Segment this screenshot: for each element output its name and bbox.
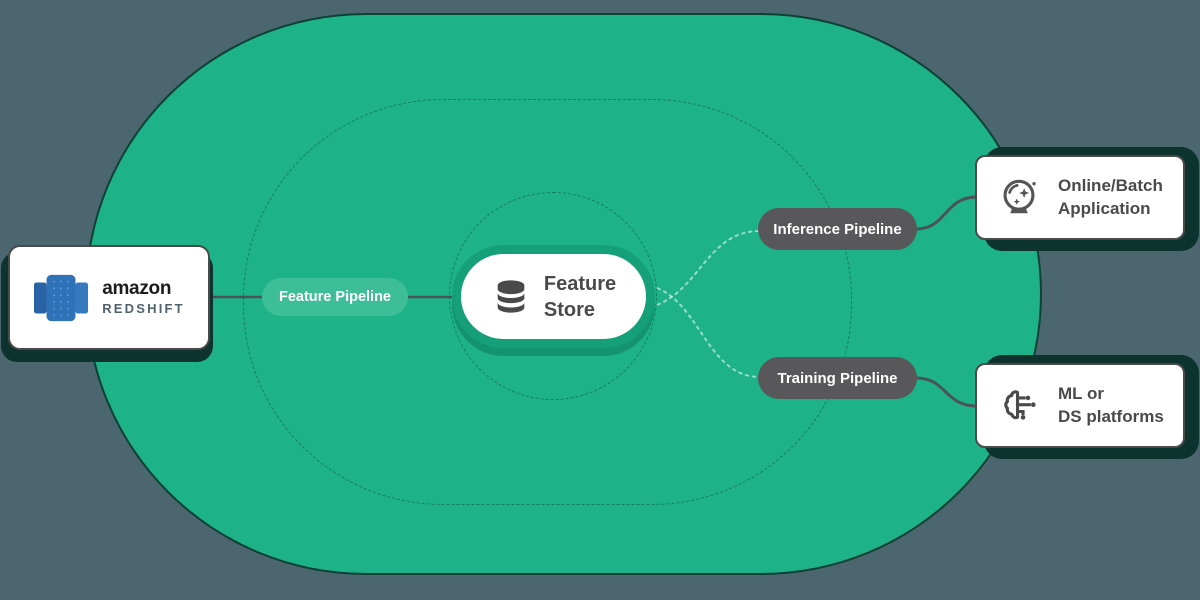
machine-learning-icon [1004, 389, 1036, 420]
feature-store-label: Feature Store [543, 272, 617, 321]
node-online-batch-application[interactable]: Online/Batch Application [975, 155, 1185, 240]
connector-feature-store-to-inference [650, 230, 761, 308]
training-pipeline-label: Training Pipeline [777, 369, 898, 387]
node-training-pipeline[interactable]: Training Pipeline [758, 357, 917, 399]
connector-feature-store-to-training [650, 285, 761, 378]
redshift-logo-icon [34, 274, 89, 321]
crystal-ball-icon [1003, 179, 1036, 213]
redshift-wordmark: amazon REDSHIFT [102, 279, 185, 316]
inner-dashed-boundary [243, 99, 852, 505]
connector-training-to-platforms [915, 376, 978, 408]
feature-pipeline-label: Feature Pipeline [278, 289, 391, 305]
node-amazon-redshift[interactable]: amazon REDSHIFT [8, 245, 210, 350]
node-ml-ds-platforms[interactable]: ML or DS platforms [975, 363, 1185, 448]
ml-ds-platforms-label: ML or DS platforms [1058, 384, 1164, 426]
node-feature-pipeline[interactable]: Feature Pipeline [262, 278, 408, 316]
redshift-brand-text: amazon [102, 278, 172, 299]
database-icon [497, 279, 525, 313]
redshift-product-text: REDSHIFT [102, 301, 185, 316]
online-batch-application-label: Online/Batch Application [1058, 176, 1163, 218]
connector-inference-to-application [915, 195, 978, 231]
node-feature-store[interactable]: Feature Store [452, 245, 655, 348]
node-inference-pipeline[interactable]: Inference Pipeline [758, 208, 917, 250]
inference-pipeline-label: Inference Pipeline [773, 220, 902, 238]
